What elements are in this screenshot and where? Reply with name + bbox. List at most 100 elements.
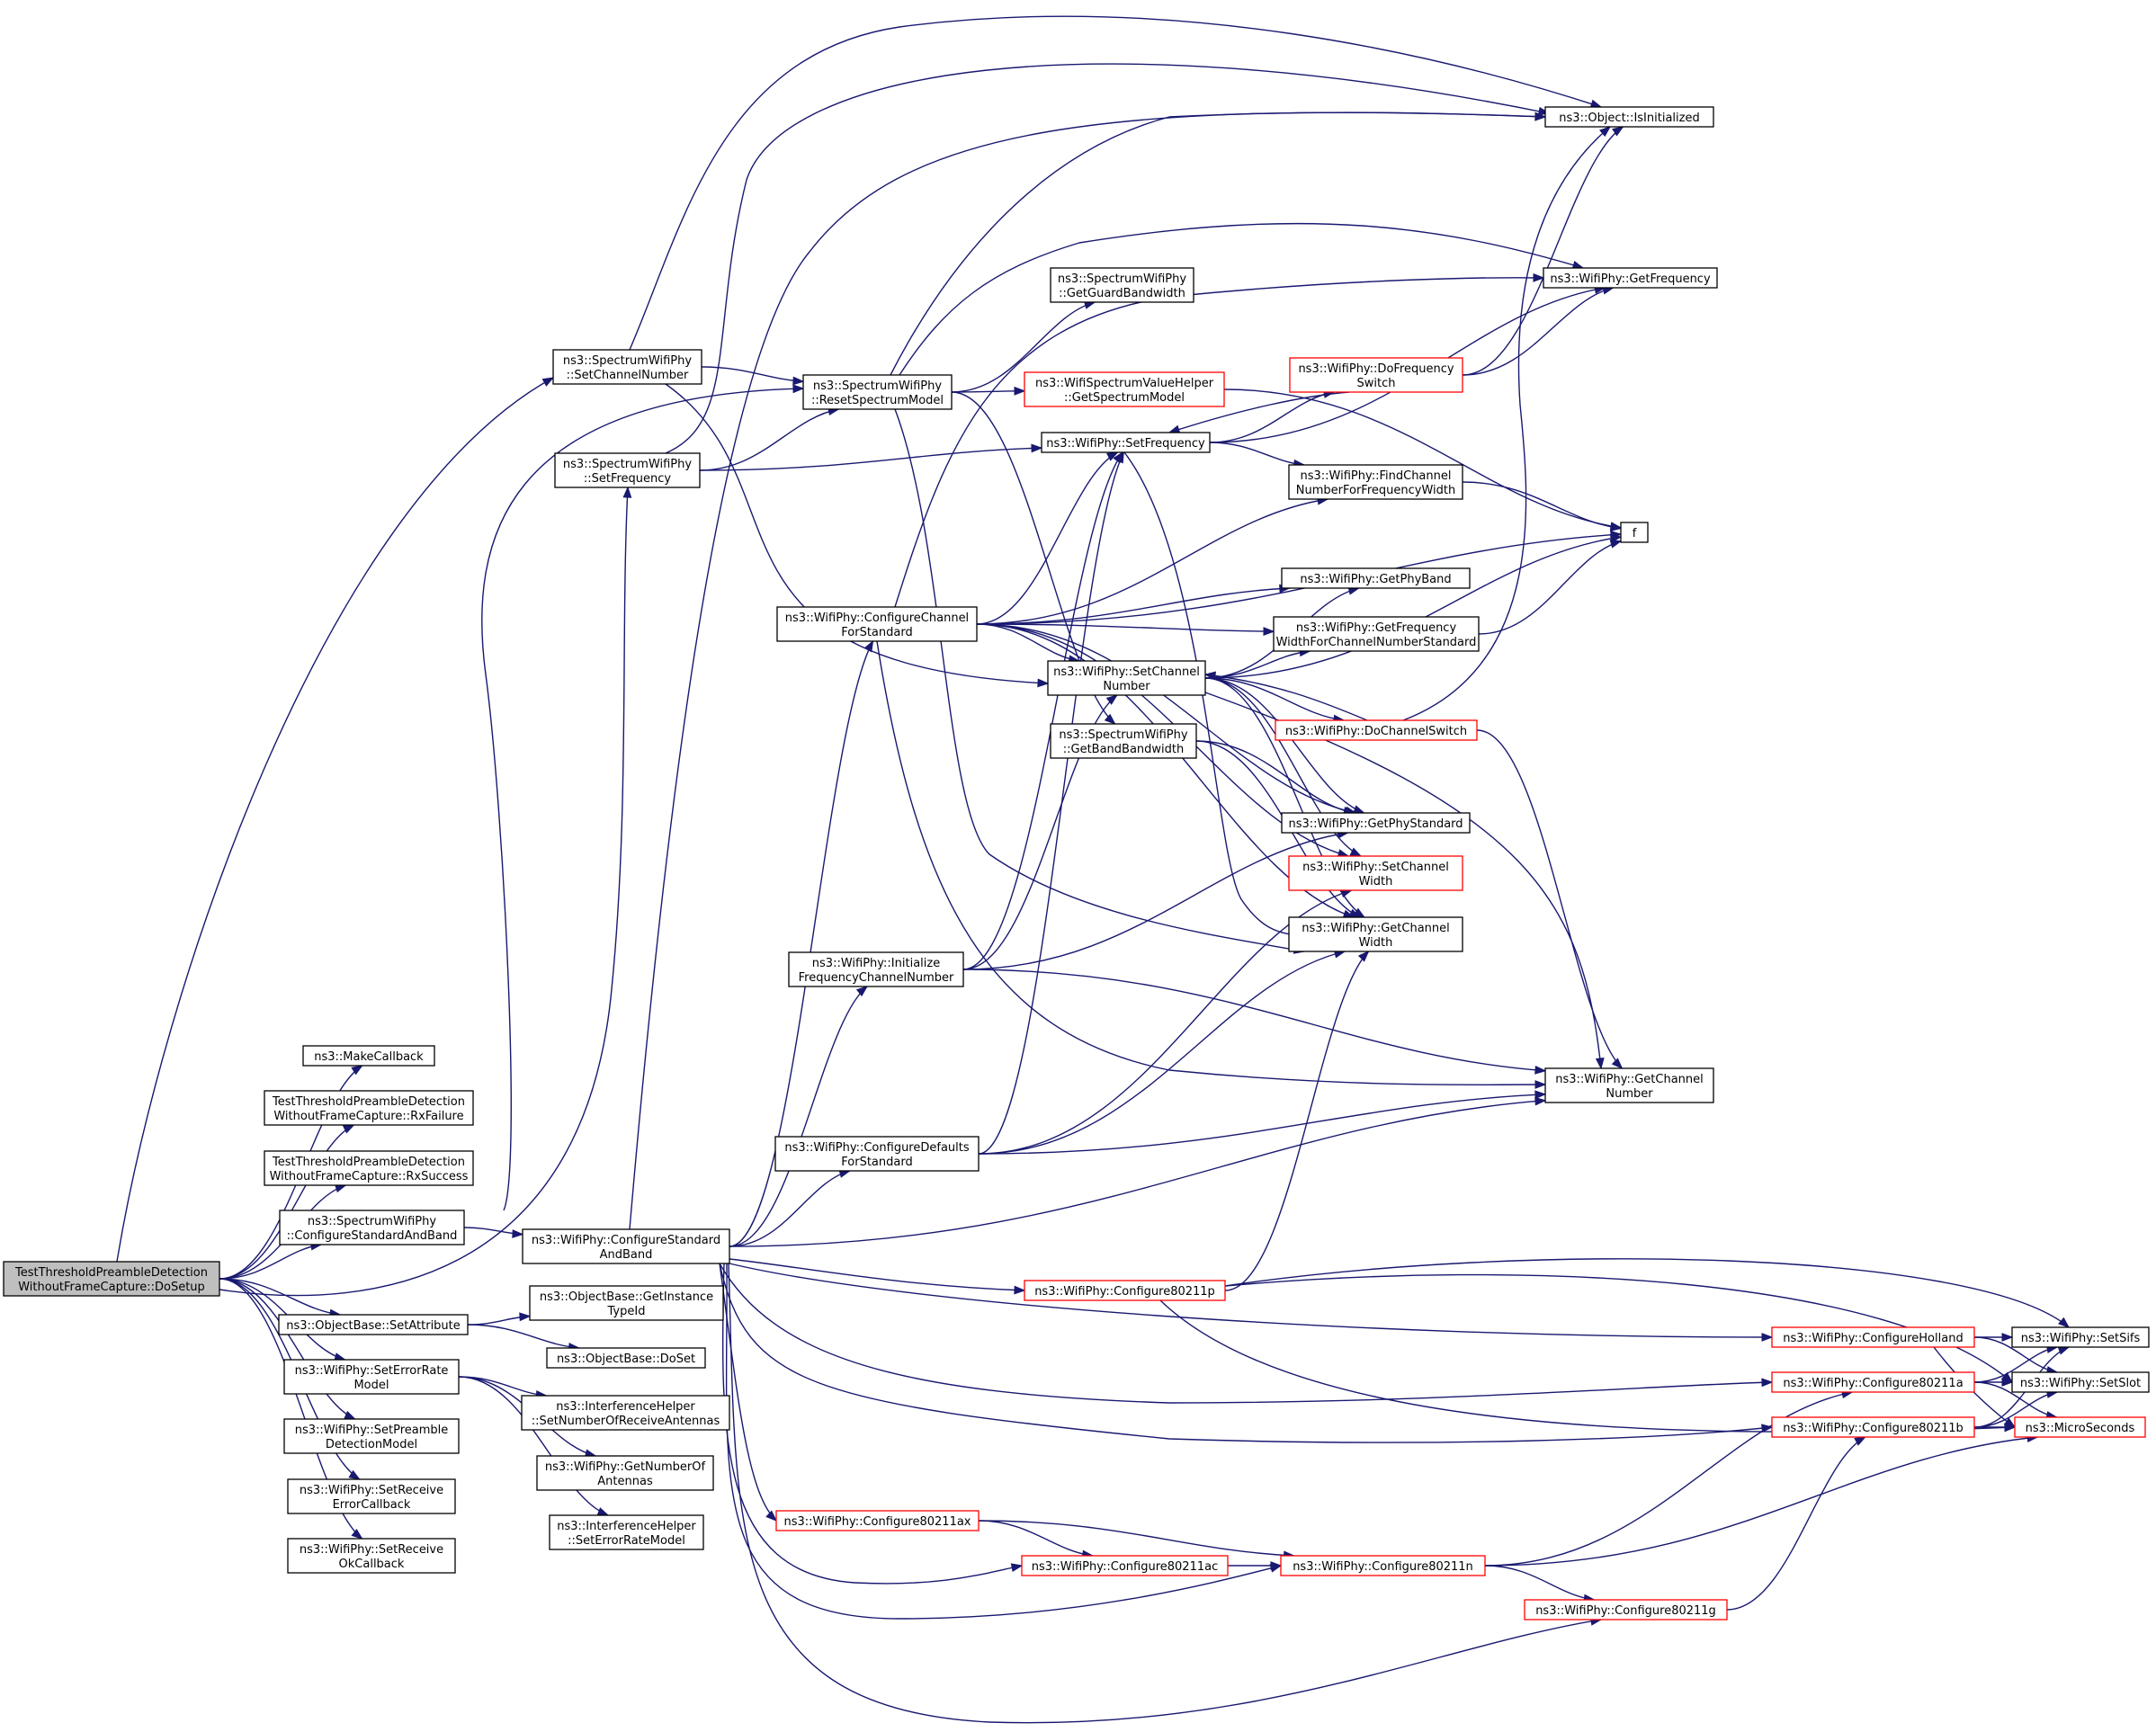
node-label-line: ns3::WifiPhy::ConfigureStandard [532, 1234, 720, 1247]
node-wp_getfwcns[interactable]: ns3::WifiPhy::GetFrequencyWidthForChanne… [1273, 616, 1480, 652]
node-makecb[interactable]: ns3::MakeCallback [302, 1045, 435, 1067]
node-label-line: ns3::WifiPhy::GetChannel [1302, 922, 1450, 935]
node-rxsucc[interactable]: TestThresholdPreambleDetectionWithoutFra… [264, 1150, 474, 1186]
node-sp_getguard[interactable]: ns3::SpectrumWifiPhy::GetGuardBandwidth [1050, 267, 1194, 303]
node-box [546, 1347, 706, 1369]
node-wp_findch[interactable]: ns3::WifiPhy::FindChannelNumberForFreque… [1288, 464, 1463, 500]
node-label-line: ns3::WifiPhy::SetChannel [1302, 861, 1449, 874]
node-label-line: ns3::WifiPhy::SetPreamble [295, 1424, 449, 1437]
node-wp_cdfs[interactable]: ns3::WifiPhy::ConfigureDefaultsForStanda… [774, 1136, 980, 1172]
node-box [283, 1418, 460, 1454]
node-box [1288, 916, 1463, 952]
node-sp_setch[interactable]: ns3::SpectrumWifiPhy::SetChannelNumber [552, 349, 702, 385]
node-box [1288, 855, 1463, 891]
arrow-head-icon [1534, 1065, 1547, 1075]
edge-line [728, 1263, 1602, 1724]
node-wp_c11p[interactable]: ns3::WifiPhy::Configure80211p [1024, 1280, 1226, 1301]
edge-line [1209, 442, 1304, 466]
node-label-line: ns3::WifiSpectrumValueHelper [1035, 377, 1214, 390]
node-sp_reset[interactable]: ns3::SpectrumWifiPhy::ResetSpectrumModel [802, 374, 953, 410]
node-label-line: ns3::WifiPhy::GetPhyStandard [1288, 817, 1463, 831]
edge-line [1204, 692, 1602, 1069]
node-ob_setattr[interactable]: ns3::ObjectBase::SetAttribute [278, 1314, 469, 1335]
edge-line [1484, 1436, 2038, 1567]
node-wp_c11n[interactable]: ns3::WifiPhy::Configure80211n [1280, 1555, 1486, 1576]
node-wp_setsifs[interactable]: ns3::WifiPhy::SetSifs [2011, 1326, 2150, 1348]
edge-line [725, 1263, 1282, 1620]
edge-line [976, 623, 1356, 814]
node-wp_setslot[interactable]: ns3::WifiPhy::SetSlot [2011, 1371, 2150, 1393]
node-sp_csab[interactable]: ns3::SpectrumWifiPhy::ConfigureStandardA… [279, 1210, 465, 1245]
node-ob_doset[interactable]: ns3::ObjectBase::DoSet [546, 1347, 706, 1369]
function-nodes: TestThresholdPreambleDetectionWithoutFra… [3, 106, 2150, 1620]
edge-wp_c11b-to-microsec [1974, 1423, 2017, 1432]
node-sp_getbandbw[interactable]: ns3::SpectrumWifiPhy::GetBandBandwidth [1050, 723, 1197, 759]
edge-sp_csab-to-wp_csab [463, 1227, 524, 1238]
node-wp_setchnum[interactable]: ns3::WifiPhy::SetChannelNumber [1047, 660, 1206, 696]
node-label-line: ns3::WifiPhy::GetNumberOf [545, 1460, 706, 1474]
node-wp_getfreq[interactable]: ns3::WifiPhy::GetFrequency [1543, 267, 1718, 289]
node-wp_chol[interactable]: ns3::WifiPhy::ConfigureHolland [1771, 1326, 1975, 1348]
node-wp_c11ac[interactable]: ns3::WifiPhy::Configure80211ac [1021, 1555, 1229, 1576]
node-label-line: ForStandard [841, 626, 912, 639]
edge-line [976, 498, 1328, 625]
edge-line [1204, 677, 1362, 857]
node-wp_ifcn[interactable]: ns3::WifiPhy::InitializeFrequencyChannel… [788, 951, 964, 987]
edge-line [1204, 677, 1345, 721]
node-wp_csab[interactable]: ns3::WifiPhy::ConfigureStandardAndBand [522, 1228, 730, 1264]
node-obj_isinit[interactable]: ns3::Object::IsInitialized [1544, 106, 1714, 128]
node-wp_getphystd[interactable]: ns3::WifiPhy::GetPhyStandard [1281, 812, 1471, 834]
node-box [1771, 1416, 1975, 1438]
edge-line [1476, 729, 1623, 1069]
node-wp_ccfs[interactable]: ns3::WifiPhy::ConfigureChannelForStandar… [776, 606, 978, 642]
node-wp_seterr[interactable]: ns3::WifiPhy::SetErrorRateModel [283, 1359, 460, 1395]
node-wp_c11g[interactable]: ns3::WifiPhy::Configure80211g [1524, 1599, 1728, 1620]
arrow-head-icon [519, 1312, 532, 1322]
arrow-head-icon [792, 376, 805, 386]
node-wp_dochsw[interactable]: ns3::WifiPhy::DoChannelSwitch [1275, 719, 1478, 741]
arrow-head-icon [1263, 627, 1275, 636]
edge-line [719, 1263, 1773, 1404]
node-label-line: ns3::SpectrumWifiPhy [1059, 728, 1187, 742]
node-label-line: ns3::WifiPhy::ConfigureChannel [785, 612, 969, 625]
node-wsvh_getsm[interactable]: ns3::WifiSpectrumValueHelper::GetSpectru… [1024, 371, 1225, 407]
edge-sp_reset-to-wp_getfreq [899, 222, 1585, 376]
node-rxfail[interactable]: TestThresholdPreambleDetectionWithoutFra… [264, 1090, 474, 1126]
node-wp_setfreq[interactable]: ns3::WifiPhy::SetFrequency [1041, 432, 1211, 453]
node-wp_c11a[interactable]: ns3::WifiPhy::Configure80211a [1771, 1371, 1975, 1393]
arrow-head-icon [792, 384, 805, 394]
edge-line [665, 383, 1049, 684]
node-wp_getphyband[interactable]: ns3::WifiPhy::GetPhyBand [1281, 567, 1471, 589]
node-ih_seterr[interactable]: ns3::InterferenceHelper::SetErrorRateMod… [549, 1514, 704, 1550]
node-wp_c11ax[interactable]: ns3::WifiPhy::Configure80211ax [775, 1510, 980, 1531]
node-sp_setfreq[interactable]: ns3::SpectrumWifiPhy::SetFrequency [554, 452, 701, 488]
node-box [264, 1150, 474, 1186]
node-label-line: ErrorCallback [333, 1498, 411, 1512]
node-label-line: ns3::WifiPhy::Configure80211n [1293, 1560, 1473, 1574]
arrow-head-icon [1104, 713, 1116, 725]
node-wp_c11b[interactable]: ns3::WifiPhy::Configure80211b [1771, 1416, 1975, 1438]
edge-wp_setfreq-to-wp_findch [1209, 442, 1306, 469]
node-microsec[interactable]: ns3::MicroSeconds [2014, 1416, 2146, 1438]
node-box [1771, 1326, 1975, 1348]
edge-line [976, 587, 1290, 625]
node-label-line: TestThresholdPreambleDetection [272, 1095, 465, 1109]
edge-line [1224, 951, 1369, 1291]
node-box [1524, 1599, 1728, 1620]
node-ih_setnra[interactable]: ns3::InterferenceHelper::SetNumberOfRece… [521, 1395, 730, 1431]
node-box [1275, 719, 1478, 741]
node-f[interactable]: f [1620, 522, 1649, 543]
node-label-line: ::ResetSpectrumModel [811, 394, 944, 407]
edge-line [978, 951, 1346, 1155]
node-label-line: AndBand [600, 1248, 653, 1262]
edge-line [219, 1124, 354, 1280]
